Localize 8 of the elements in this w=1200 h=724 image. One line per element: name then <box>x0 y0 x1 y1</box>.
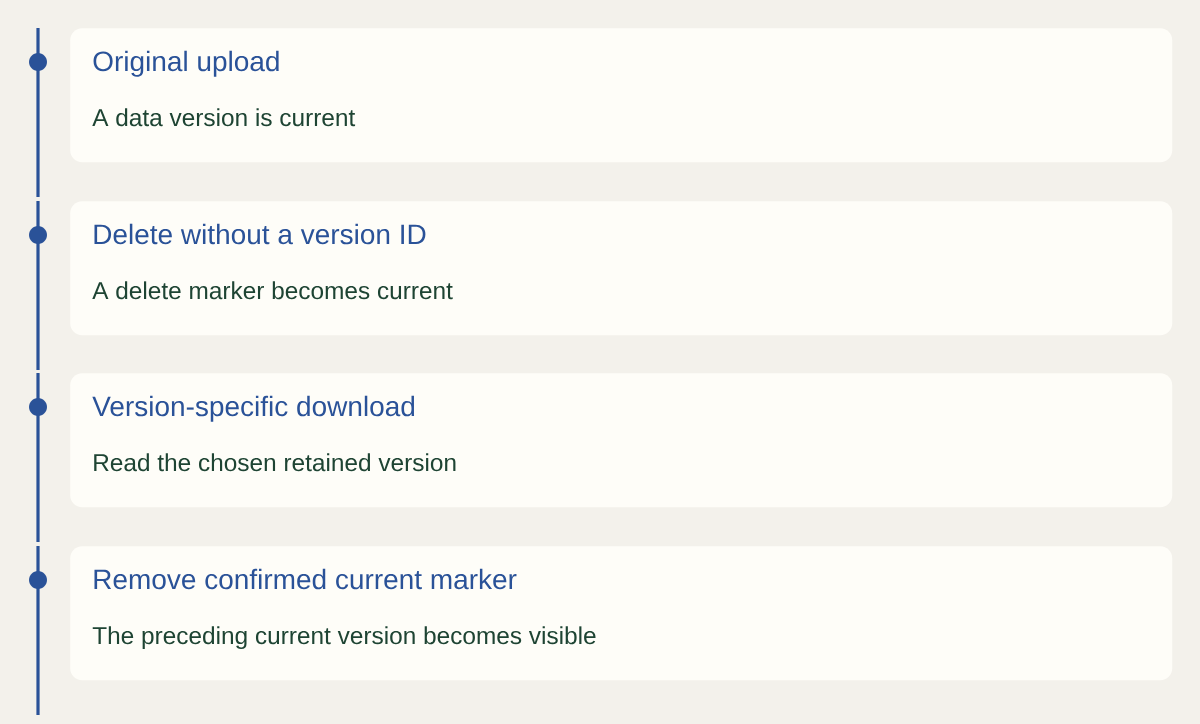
card-heading: Delete without a version ID <box>94 223 426 245</box>
card-description: A delete marker becomes current <box>92 281 453 300</box>
card-heading: Remove confirmed current marker <box>94 568 517 590</box>
card-heading: Version-specific download <box>92 395 415 422</box>
card-description: Read the chosen retained version <box>94 453 456 472</box>
card-description: A data version is current <box>92 108 356 127</box>
card-heading: Original upload <box>93 50 279 77</box>
card-description: The preceding current version becomes visible <box>92 626 596 650</box>
